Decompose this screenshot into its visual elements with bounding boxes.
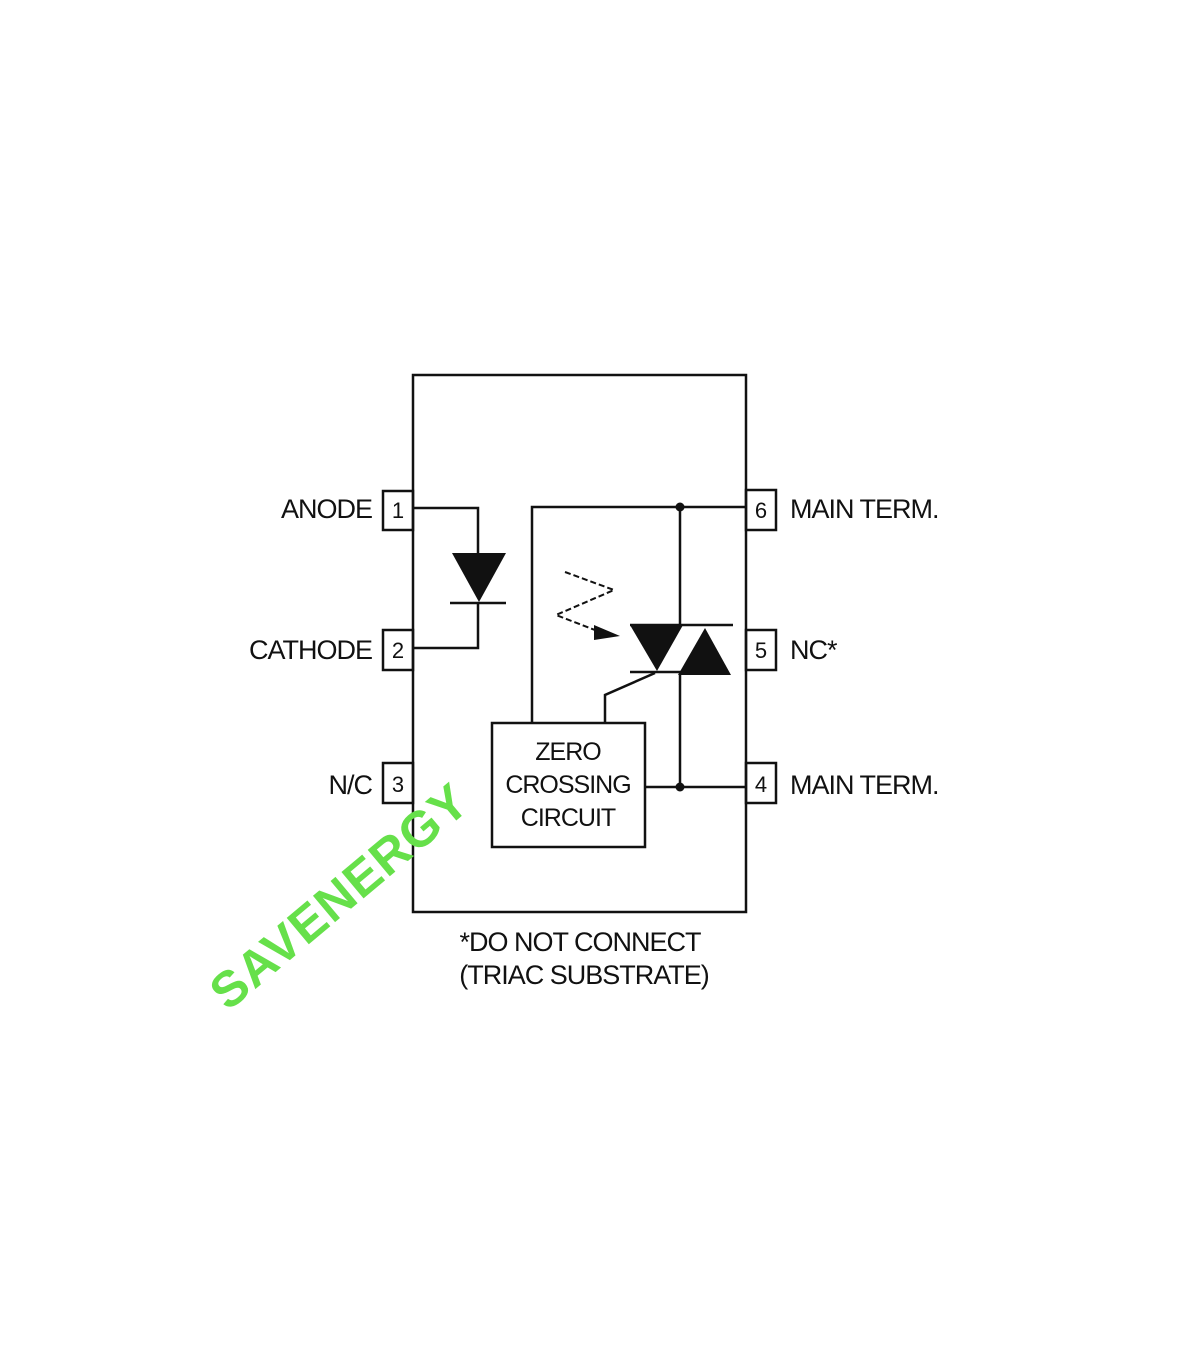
light-ray-icon (553, 571, 617, 633)
cathode-wire (413, 603, 480, 650)
pin-5-box (744, 628, 778, 672)
footnote-line2: (TRIAC SUBSTRATE) (459, 960, 709, 990)
light-arrowhead-icon (594, 625, 620, 640)
savenergy-watermark: SAVENERGY (199, 772, 480, 1020)
pin-4-number: 4 (755, 772, 767, 797)
pin-2-number: 2 (392, 638, 404, 663)
pin-3-label: N/C (329, 770, 373, 800)
pin-3-number: 3 (392, 772, 404, 797)
zero-crossing-box (490, 721, 647, 849)
junction-dot (675, 782, 685, 792)
gate-wire (603, 671, 656, 723)
zero-crossing-line2: CROSSING (505, 771, 630, 799)
pin-2-label: CATHODE (249, 635, 372, 665)
pin-1-box (381, 489, 415, 532)
triac-up-triangle (678, 628, 731, 675)
pin-1-label: ANODE (281, 494, 372, 524)
pin-2-box (381, 628, 415, 672)
pin-6-label: MAIN TERM. (790, 494, 939, 524)
pin-4-box (744, 761, 778, 805)
led-diode-icon (452, 553, 506, 602)
pin-1-number: 1 (392, 498, 404, 523)
junction-dot (675, 502, 685, 512)
anode-wire (413, 506, 480, 553)
triac-down-triangle (630, 625, 683, 671)
footnote-line1: *DO NOT CONNECT (459, 927, 701, 957)
mt1-wire (530, 505, 746, 723)
pin-4-label: MAIN TERM. (790, 770, 939, 800)
pin-5-number: 5 (755, 638, 767, 663)
zero-crossing-line3: CIRCUIT (521, 804, 616, 832)
pin-3-box (381, 761, 415, 805)
pin-6-number: 6 (755, 498, 767, 523)
zero-crossing-line1: ZERO (535, 738, 601, 766)
pin-5-label: NC* (790, 635, 838, 665)
pin-6-box (744, 488, 778, 532)
